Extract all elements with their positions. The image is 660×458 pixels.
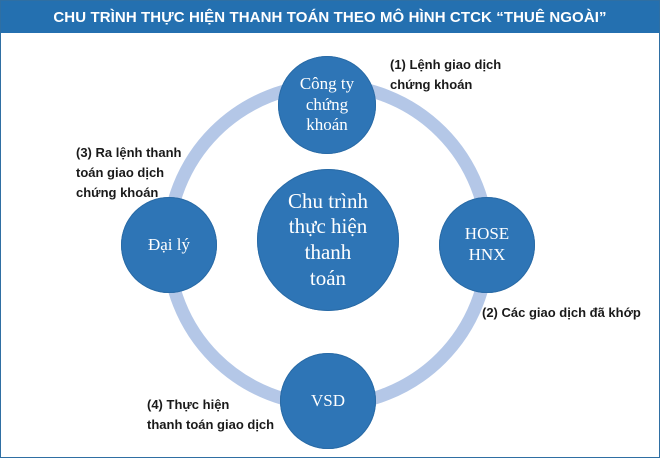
vsd-node: VSD: [280, 353, 376, 449]
exchange-node: HOSE HNX: [439, 197, 535, 293]
securities-company-label: Công ty chứng khoán: [299, 73, 355, 135]
agent-node: Đại lý: [121, 197, 217, 293]
step-2-note: (2) Các giao dịch đã khớp: [482, 305, 641, 320]
step-4-note: (4) Thực hiện thanh toán giao dịch: [147, 397, 275, 433]
step-3-note: (3) Ra lệnh thanh toán giao dịch chứng k…: [76, 145, 182, 201]
center-node-label: Chu trình thực hiện thanh toán: [288, 188, 368, 290]
exchange-label: HOSE HNX: [464, 224, 510, 264]
step-1-note: (1) Lệnh giao dịch chứng khoán: [390, 57, 502, 93]
securities-company-node: Công ty chứng khoán: [278, 56, 376, 154]
vsd-label: VSD: [310, 390, 345, 410]
center-node: Chu trình thực hiện thanh toán: [257, 169, 399, 311]
agent-label: Đại lý: [147, 234, 191, 254]
diagram-title: CHU TRÌNH THỰC HIỆN THANH TOÁN THEO MÔ H…: [1, 1, 659, 33]
